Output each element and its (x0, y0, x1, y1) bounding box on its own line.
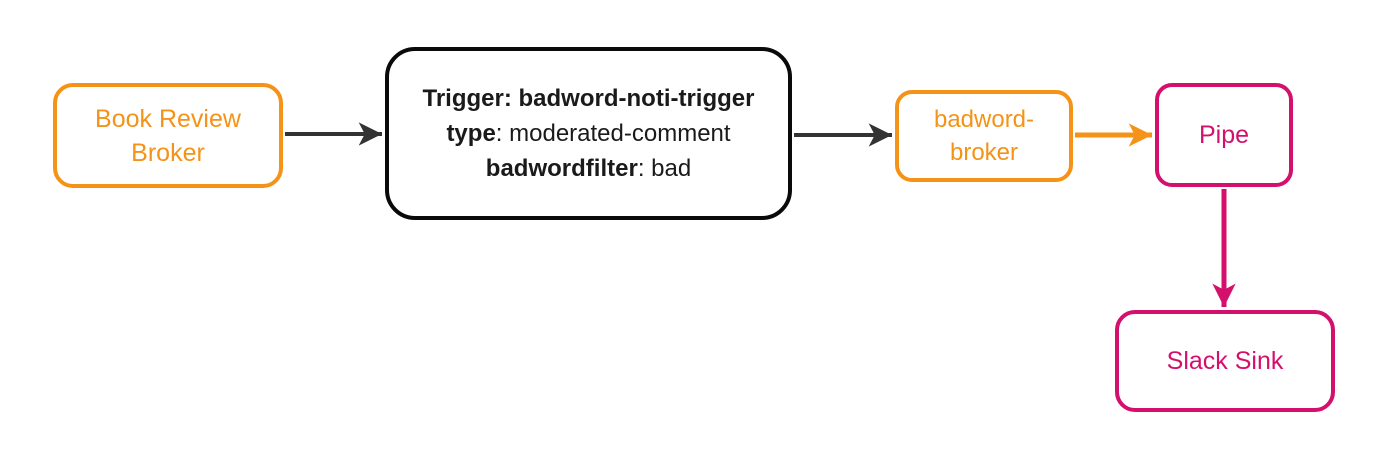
trigger-filter-key: badwordfilter (485, 155, 638, 182)
node-label: Pipe (1198, 120, 1250, 149)
trigger-line-1: Trigger: badword-noti-trigger (423, 81, 755, 116)
node-book-review-broker: Book Review Broker (53, 83, 283, 188)
trigger-filter-value: : bad (637, 155, 692, 182)
node-slack-sink: Slack Sink (1115, 310, 1335, 412)
trigger-line-3: badwordfilter: bad (486, 151, 691, 186)
trigger-name-text: Trigger: badword-noti-trigger (422, 85, 755, 112)
node-label: badword-broker (933, 106, 1035, 166)
node-badword-broker: badword-broker (895, 90, 1073, 182)
node-label: Slack Sink (1166, 346, 1284, 375)
trigger-type-value: : moderated-comment (495, 120, 731, 147)
trigger-line-2: type: moderated-comment (446, 116, 730, 151)
node-pipe: Pipe (1155, 83, 1293, 187)
node-label: Book Review Broker (95, 104, 241, 167)
node-trigger-filter: Trigger: badword-noti-trigger type: mode… (385, 47, 792, 220)
trigger-type-key: type (446, 120, 496, 147)
